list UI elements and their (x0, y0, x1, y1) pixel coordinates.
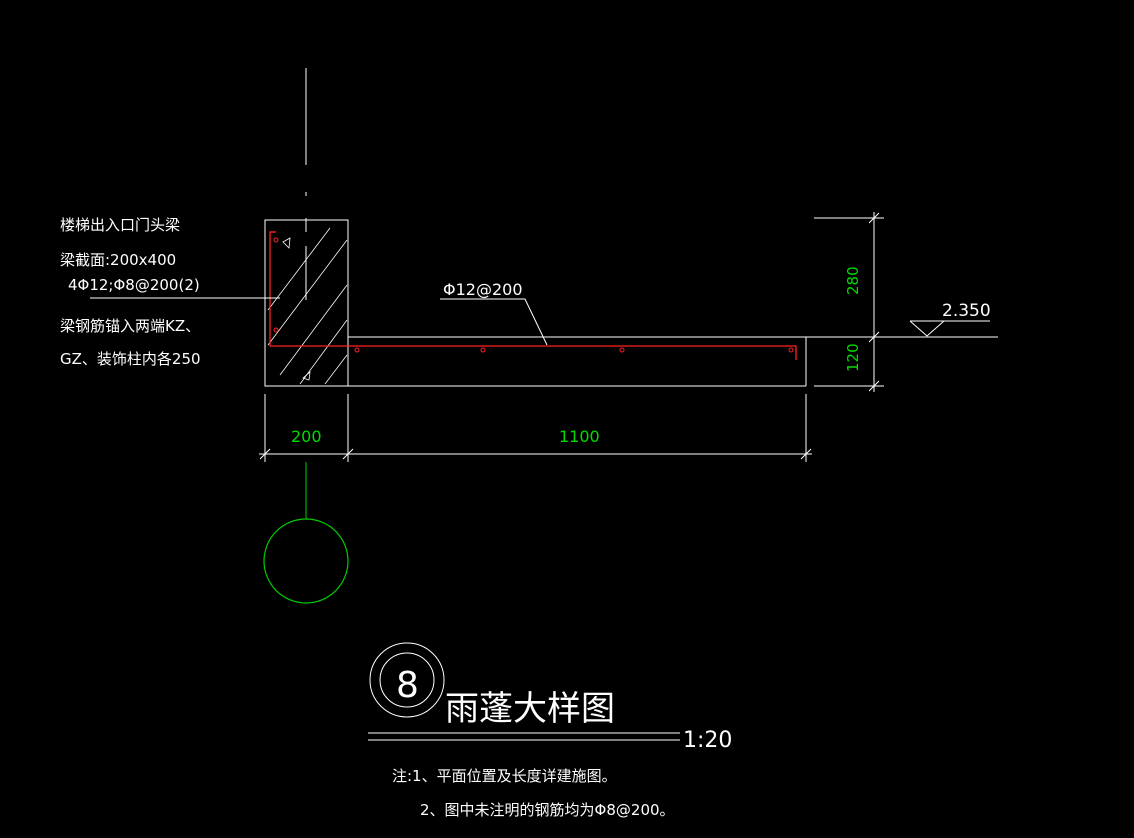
dim-1100: 1100 (559, 427, 600, 446)
beam-section (264, 219, 349, 387)
rebar-lines (269, 231, 797, 360)
title-number: 8 (396, 665, 419, 706)
title-underline (368, 732, 680, 741)
beam-note-1: 楼梯出入口门头梁 (60, 216, 180, 234)
vertical-dimension (814, 212, 884, 392)
beam-note-4: 梁钢筋锚入两端KZ、 (60, 317, 200, 335)
rebar-leader (440, 298, 548, 346)
dim-280: 280 (844, 266, 862, 295)
note-line-1: 注:1、平面位置及长度详建施图。 (392, 767, 617, 785)
dim-120: 120 (844, 343, 862, 372)
beam-note-3: 4Φ12;Φ8@200(2) (68, 276, 200, 294)
rebar-dots (273, 237, 794, 353)
horizontal-dimension (259, 394, 812, 462)
title-scale: 1:20 (683, 728, 732, 753)
canopy-slab (348, 336, 807, 387)
dim-200: 200 (291, 427, 322, 446)
title-symbol (369, 642, 445, 718)
elevation-mark (806, 320, 998, 338)
beam-markers (282, 237, 311, 381)
beam-note-2: 梁截面:200x400 (60, 251, 176, 269)
elevation-value: 2.350 (942, 301, 991, 321)
beam-hatch (267, 227, 348, 385)
beam-note-5: GZ、装饰柱内各250 (60, 350, 201, 368)
axis-bubble (263, 518, 349, 604)
title-name: 雨蓬大样图 (445, 689, 615, 729)
rebar-label: Φ12@200 (443, 280, 523, 299)
note-line-2: 2、图中未注明的钢筋均为Φ8@200。 (420, 801, 675, 819)
